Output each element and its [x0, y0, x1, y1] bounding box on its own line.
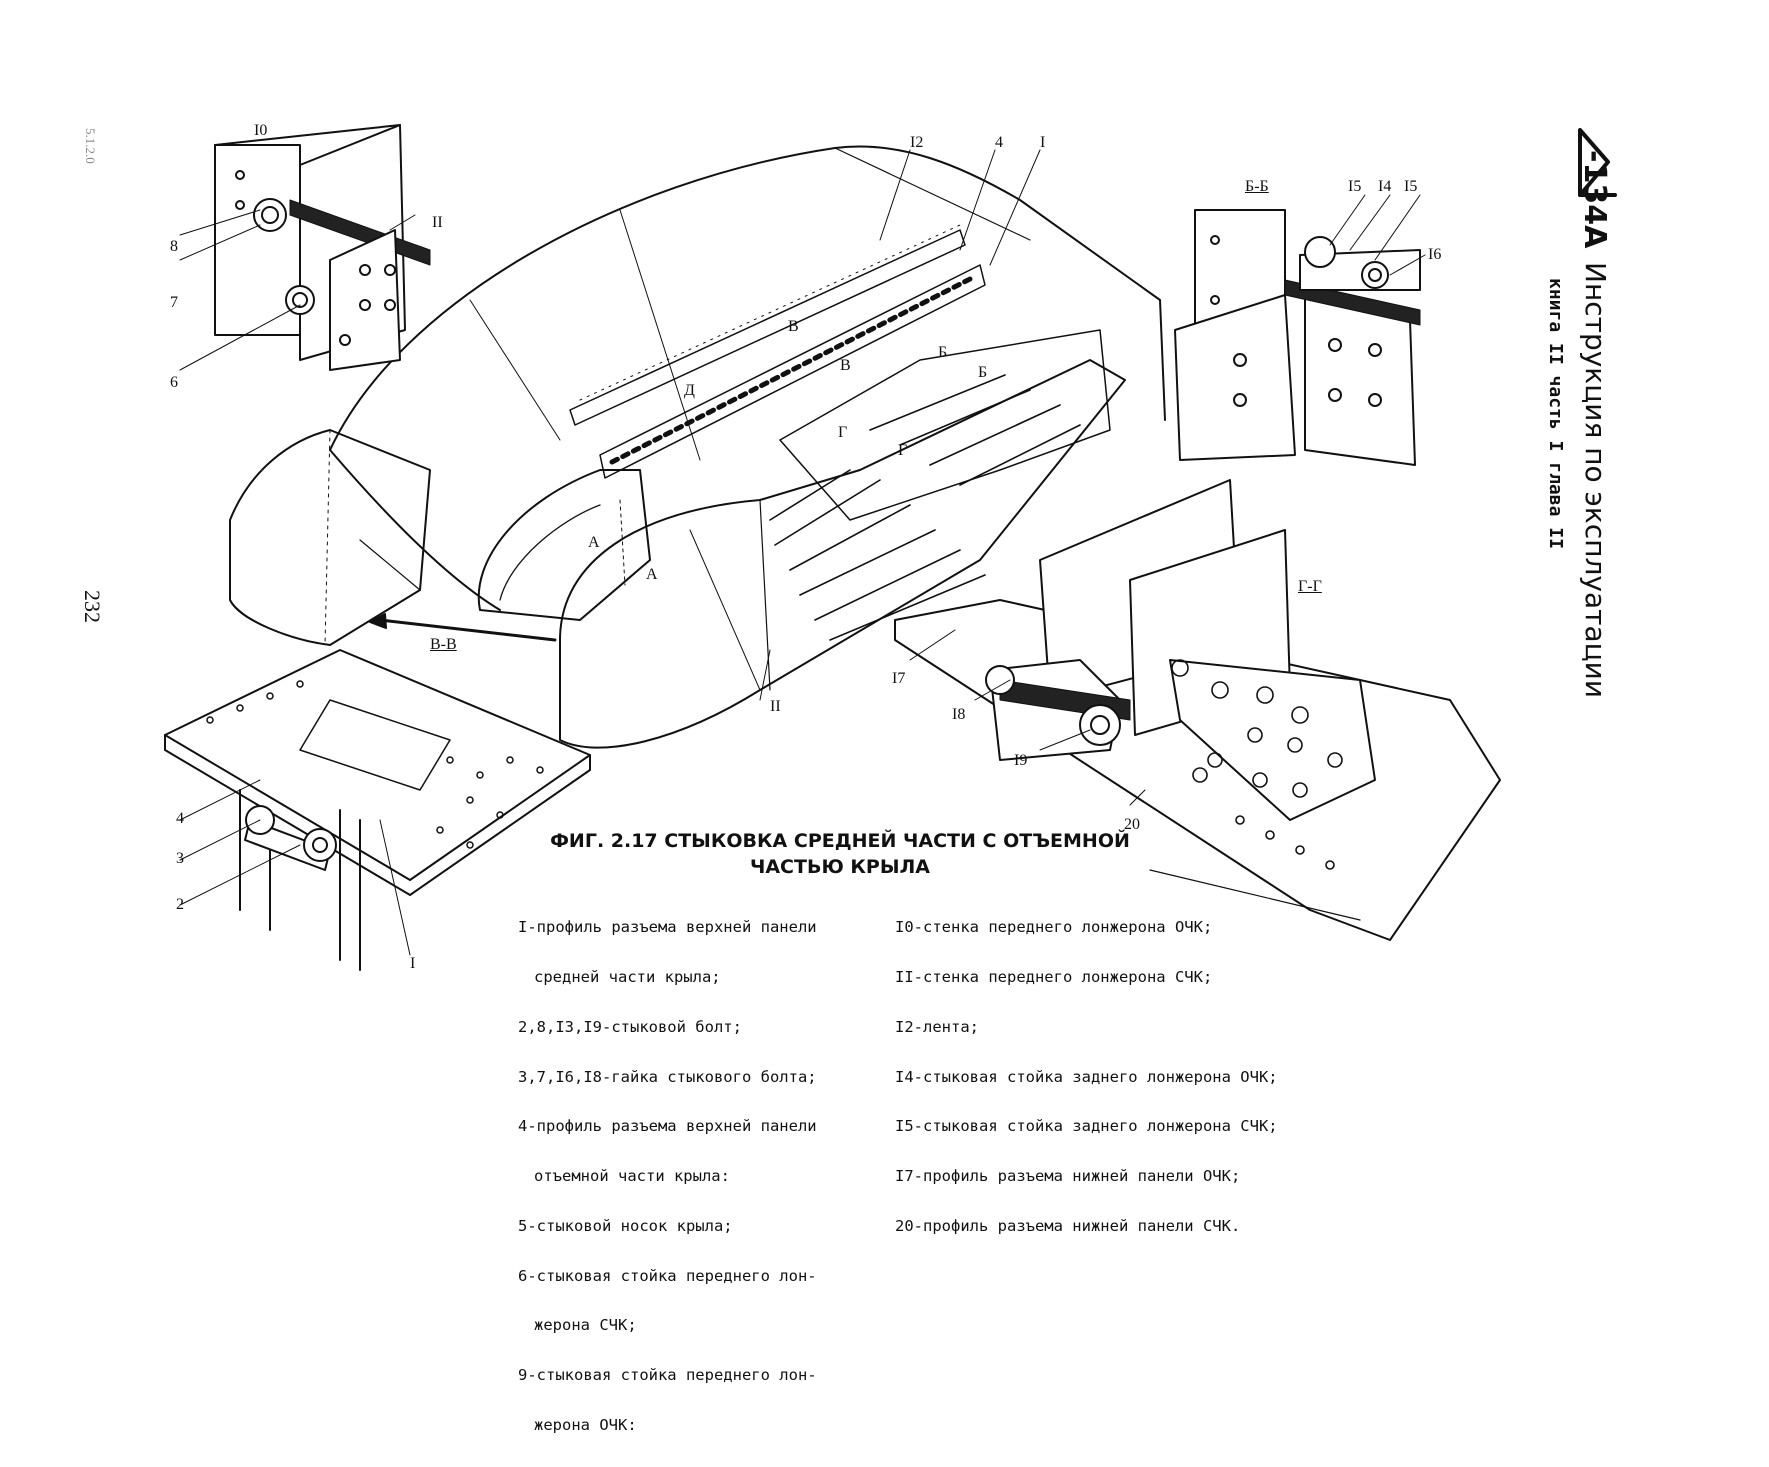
callout-19: I9 — [1014, 752, 1028, 769]
figure-caption-line1: ФИГ. 2.17 СТЫКОВКА СРЕДНЕЙ ЧАСТИ С ОТЪЕМ… — [550, 830, 1130, 852]
callout-11a: II — [432, 214, 443, 231]
callout-1: I — [410, 955, 416, 972]
callout-4-top: 4 — [995, 134, 1003, 151]
legend-right-item: I7-профиль разъема нижней панели ОЧК; — [895, 1167, 1241, 1186]
legend-right-item: 20-профиль разъема нижней панели СЧК. — [895, 1216, 1241, 1235]
callout-4: 4 — [176, 810, 184, 827]
callout-2: 2 — [176, 896, 184, 913]
legend-right-item: I5-стыковая стойка заднего лонжерона СЧК… — [895, 1117, 1278, 1136]
section-gg — [894, 479, 1501, 941]
callout-7: 7 — [170, 294, 178, 311]
figure-caption: ФИГ. 2.17 СТЫКОВКА СРЕДНЕЙ ЧАСТИ С ОТЪЕМ… — [540, 828, 1140, 880]
label-g2: Г — [898, 442, 908, 459]
label-section-vv: В-В — [430, 636, 457, 653]
tu-logo-icon — [1578, 128, 1617, 197]
callout-1-top: I — [1040, 134, 1046, 151]
section-front-spar — [179, 124, 431, 371]
callout-16: I6 — [1428, 246, 1442, 263]
legend-left-item: жерона СЧК; — [534, 1316, 637, 1335]
legend-left-item: отъемной части крыла: — [534, 1167, 730, 1186]
legend-left-item: I-профиль разъема верхней панели — [518, 918, 817, 937]
label-b2: Б — [978, 364, 988, 381]
figure-caption-line2: ЧАСТЬЮ КРЫЛА — [750, 856, 930, 878]
label-a1: А — [588, 534, 600, 551]
legend-left-item: средней части крыла; — [534, 967, 721, 986]
callout-12: I2 — [910, 134, 924, 151]
label-v2: В — [840, 357, 851, 374]
section-bb — [1174, 194, 1426, 466]
document-page: -134А Инструкция по эксплуатации книга I… — [80, 122, 1617, 1433]
legend-right-item: I0-стенка переднего лонжерона ОЧК; — [895, 918, 1213, 937]
callout-8: 8 — [170, 238, 178, 255]
label-view-d: Д — [684, 382, 695, 399]
callout-10: I0 — [254, 122, 268, 139]
label-g1: Г — [838, 424, 848, 441]
callout-3: 3 — [176, 850, 184, 867]
callout-20: 20 — [1124, 816, 1140, 833]
callout-6: 6 — [170, 374, 178, 391]
legend-right-item: II-стенка переднего лонжерона СЧК; — [895, 967, 1213, 986]
legend-left-item: 4-профиль разъема верхней панели — [518, 1117, 817, 1136]
callout-15b: I5 — [1404, 178, 1418, 195]
legend-left: I-профиль разъема верхней панели средней… — [518, 886, 817, 1467]
label-b1: Б — [938, 344, 948, 361]
label-section-bb: Б-Б — [1245, 178, 1269, 195]
section-vv — [164, 649, 591, 971]
legend-left-item: 3,7,I6,I8-гайка стыкового болта; — [518, 1067, 817, 1086]
wing-main-view — [229, 145, 1166, 749]
legend-left-item: 5-стыковой носок крыла; — [518, 1216, 733, 1235]
callout-11b: II — [770, 698, 781, 715]
legend-left-item: жерона ОЧК: — [534, 1416, 637, 1434]
wing-joint-drawing — [164, 124, 1617, 971]
legend-right-item: I2-лента; — [895, 1017, 979, 1036]
legend-left-item: 6-стыковая стойка переднего лон- — [518, 1266, 817, 1285]
legend-right: I0-стенка переднего лонжерона ОЧК; II-ст… — [895, 886, 1278, 1268]
label-a2: А — [646, 566, 658, 583]
legend-left-item: 2,8,I3,I9-стыковой болт; — [518, 1017, 742, 1036]
legend-right-item: I4-стыковая стойка заднего лонжерона ОЧК… — [895, 1067, 1278, 1086]
label-v1: В — [788, 318, 799, 335]
callout-15a: I5 — [1348, 178, 1362, 195]
callout-17: I7 — [892, 670, 906, 687]
legend-left-item: 9-стыковая стойка переднего лон- — [518, 1366, 817, 1385]
callout-14: I4 — [1378, 178, 1392, 195]
label-section-gg: Г-Г — [1298, 578, 1322, 595]
callout-18: I8 — [952, 706, 966, 723]
